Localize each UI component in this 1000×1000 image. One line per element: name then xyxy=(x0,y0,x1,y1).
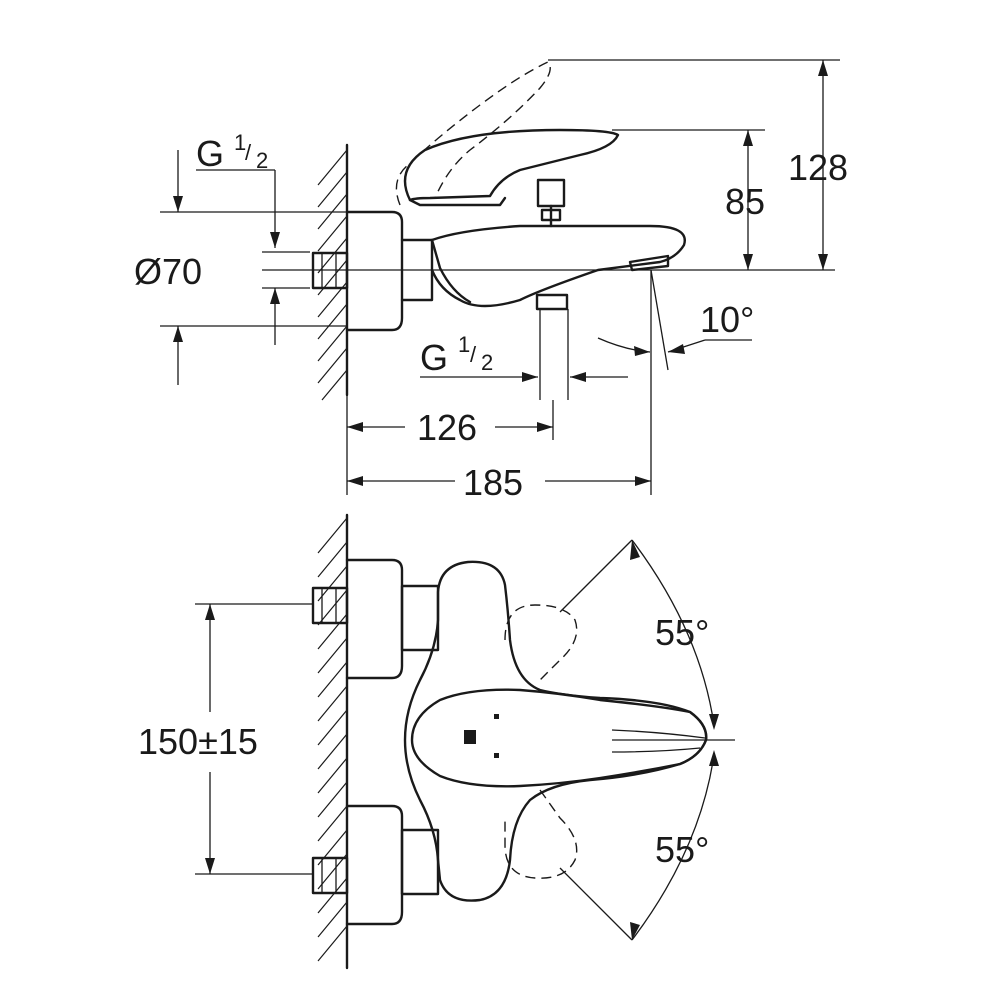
diverter-knob xyxy=(536,178,566,208)
upper-connection-stub xyxy=(311,586,349,625)
depth-total-label: 185 xyxy=(463,462,523,503)
height-spout-label: 85 xyxy=(725,181,765,222)
rotation-lower-label: 55° xyxy=(655,829,709,870)
lower-rosette xyxy=(345,804,404,926)
plan-view: 55° 55° 150±15 xyxy=(138,513,735,970)
thread-bottom-base: G xyxy=(420,337,448,378)
wall-hatching-lower xyxy=(317,517,348,962)
side-elevation-view: G 1 / 2 Ø70 128 85 10° xyxy=(134,59,848,503)
lower-connection-stub xyxy=(311,856,349,895)
thread-top-slash: / xyxy=(245,140,252,165)
diameter-label: Ø70 xyxy=(134,251,202,292)
thread-bottom-denominator: 2 xyxy=(481,350,493,375)
lever-rotated-upper xyxy=(504,604,578,681)
thread-top-denominator: 2 xyxy=(256,148,268,173)
thread-top-numerator: 1 xyxy=(234,130,246,155)
lever-handle-plan xyxy=(410,688,708,788)
depth-outlet-label: 126 xyxy=(417,407,477,448)
wall-rosette xyxy=(345,210,404,332)
centre-distance-label: 150±15 xyxy=(138,721,258,762)
spout-angle-label: 10° xyxy=(700,299,754,340)
spout-outlet xyxy=(628,254,670,272)
lower-outlet-connection xyxy=(535,293,569,311)
lever-handle xyxy=(403,128,620,202)
thread-top-base: G xyxy=(196,133,224,174)
upper-rosette xyxy=(345,558,404,680)
thread-bottom-slash: / xyxy=(470,342,477,367)
lever-raised-position xyxy=(395,61,551,206)
mixer-body-plan xyxy=(403,560,708,902)
height-total-label: 128 xyxy=(788,147,848,188)
thread-bottom-numerator: 1 xyxy=(458,332,470,357)
lever-rotated-lower xyxy=(504,789,578,879)
rotation-upper-label: 55° xyxy=(655,612,709,653)
wall-hatching-upper xyxy=(317,149,348,401)
indicator-mark xyxy=(464,730,476,744)
